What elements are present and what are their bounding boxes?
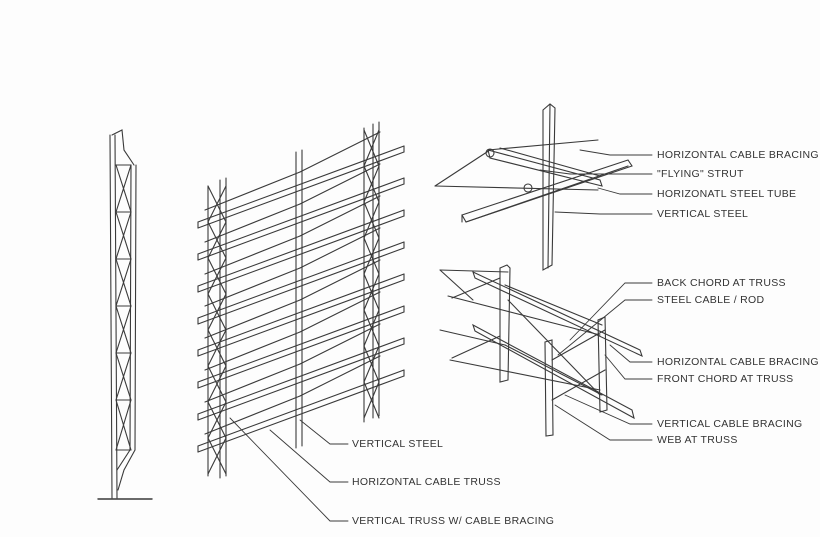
label-back-chord: BACK CHORD AT TRUSS (657, 277, 786, 289)
cable-bracing (299, 355, 381, 397)
label-vertical-steel: VERTICAL STEEL (352, 438, 444, 450)
cable-bracing (204, 235, 301, 275)
cable-bracing (204, 363, 301, 403)
cable-bracing (299, 291, 381, 333)
truss-diagonal (115, 352, 132, 401)
truss-diagonal (207, 401, 227, 439)
label-vertical-cable-bracing: VERTICAL CABLE BRACING (657, 418, 803, 430)
truss-diagonal (115, 211, 132, 260)
truss-diagonal (207, 185, 227, 223)
truss-diagonal (115, 258, 132, 307)
truss-diagonal (363, 237, 380, 275)
label-front-chord: FRONT CHORD AT TRUSS (657, 373, 794, 385)
label-vertical-truss-cable-bracing: VERTICAL TRUSS W/ CABLE BRACING (352, 515, 555, 527)
truss-diagonal (207, 257, 227, 295)
truss-diagonal (363, 165, 380, 203)
truss-diagonal (207, 437, 227, 475)
truss-diagonal (363, 345, 380, 383)
cable-bracing (204, 267, 301, 307)
truss-diagonal (363, 381, 380, 419)
cable-bracing (204, 203, 301, 243)
truss-diagonal (115, 164, 132, 213)
horizontal-beam (197, 151, 405, 229)
horizontal-beam (197, 215, 405, 293)
truss-diagonal (363, 201, 380, 239)
leader-lines (229, 149, 653, 522)
truss-diagonal (115, 305, 132, 354)
horizontal-beam (197, 343, 405, 421)
horizontal-beam (197, 177, 405, 255)
horizontal-beam (197, 375, 405, 453)
flying-strut-detail (434, 103, 633, 271)
label-horizontal-cable-bracing-top: HORIZONTAL CABLE BRACING (657, 149, 819, 161)
truss-diagonal (363, 129, 380, 167)
truss-diagonal (207, 329, 227, 367)
truss-diagonal (207, 293, 227, 331)
cable-bracing (204, 299, 301, 339)
horizontal-beam (197, 305, 405, 383)
horizontal-beam (197, 337, 405, 415)
cable-bracing (299, 131, 381, 173)
label-horizontal-steel-tube: HORIZONATL STEEL TUBE (657, 188, 797, 200)
cable-bracing (299, 323, 381, 365)
label-horizontal-cable-truss: HORIZONTAL CABLE TRUSS (352, 476, 501, 488)
truss-diagonal (207, 365, 227, 403)
cable-bracing (299, 163, 381, 205)
horizontal-beam (197, 183, 405, 261)
label-horizontal-cable-bracing-bottom: HORIZONTAL CABLE BRACING (657, 356, 819, 368)
cable-bracing (299, 227, 381, 269)
truss-diagonal (363, 273, 380, 311)
label-steel-cable-rod: STEEL CABLE / ROD (657, 294, 765, 306)
vertical-truss-elevation (97, 129, 153, 500)
label-flying-strut: "FLYING" STRUT (657, 168, 744, 180)
truss-diagonal (115, 399, 132, 451)
label-web-at-truss: WEB AT TRUSS (657, 434, 738, 446)
horizontal-beam (197, 209, 405, 287)
cable-bracing (299, 195, 381, 237)
cable-bracing (204, 171, 301, 211)
truss-node-detail (439, 264, 643, 437)
horizontal-beam (197, 279, 405, 357)
truss-diagonal (207, 221, 227, 259)
horizontal-beam (197, 145, 405, 223)
truss-diagonal (363, 309, 380, 347)
horizontal-beam (197, 369, 405, 447)
cable-bracing (204, 331, 301, 371)
horizontal-beam (197, 241, 405, 319)
wall-grid-isometric (197, 121, 405, 479)
label-vertical-steel-detail: VERTICAL STEEL (657, 208, 749, 220)
